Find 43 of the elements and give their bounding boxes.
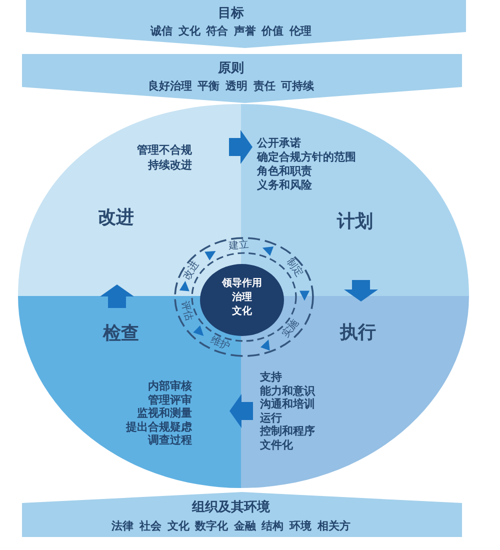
item-text: 能力和意识 (260, 384, 315, 398)
item-text: 管理评审 (148, 392, 192, 406)
stage-heading: 改进 (98, 207, 134, 229)
center-text: 治理 (232, 292, 252, 304)
item-text: 监视和测量 (137, 406, 192, 420)
ring-label: 维护 (209, 336, 232, 353)
item-text: 控制和程序 (260, 424, 315, 438)
center-text: 领导作用 (222, 278, 262, 290)
stage-heading: 检查 (103, 323, 139, 345)
block-arrow (229, 130, 252, 164)
center-text: 文化 (232, 306, 252, 318)
keyword-line: 良好治理 平衡 透明 责任 可持续 (148, 79, 314, 93)
ring-label: 实施 (280, 318, 302, 340)
item-text: 持续改进 (148, 158, 192, 172)
keyword-line: 诚信 文化 符合 声誉 价值 伦理 (150, 24, 312, 38)
chevron-band (26, 0, 466, 48)
item-text: 义务和风险 (257, 178, 312, 192)
ring-label: 评估 (178, 300, 194, 322)
item-text: 调查过程 (148, 433, 192, 447)
item-text: 沟通和培训 (260, 397, 315, 411)
item-text: 文件化 (260, 438, 293, 452)
ring-label: 制定 (284, 257, 304, 280)
item-text: 内部审核 (148, 379, 192, 393)
block-arrow (344, 280, 378, 302)
stage-heading: 计划 (337, 211, 373, 233)
item-text: 运行 (260, 410, 282, 424)
item-text: 提出合规疑虑 (126, 420, 192, 434)
base-band (22, 492, 462, 537)
band-heading: 目标 (218, 6, 244, 22)
ring-label: 建立 (228, 240, 250, 252)
stage-heading: 执行 (340, 322, 376, 344)
chevron-band (22, 54, 462, 103)
block-arrow (230, 394, 253, 428)
item-text: 支持 (260, 370, 282, 384)
keyword-line: 法律 社会 文化 数字化 金融 结构 环境 相关方 (112, 519, 350, 533)
item-text: 确定合规方针的范围 (257, 150, 356, 164)
item-text: 角色和职责 (257, 164, 312, 178)
ring-label: 改进 (182, 259, 202, 282)
item-text: 管理不合规 (137, 143, 192, 157)
block-arrow (100, 284, 134, 308)
band-heading: 组织及其环境 (192, 500, 270, 516)
band-heading: 原则 (218, 61, 244, 77)
item-text: 公开承诺 (257, 136, 301, 150)
